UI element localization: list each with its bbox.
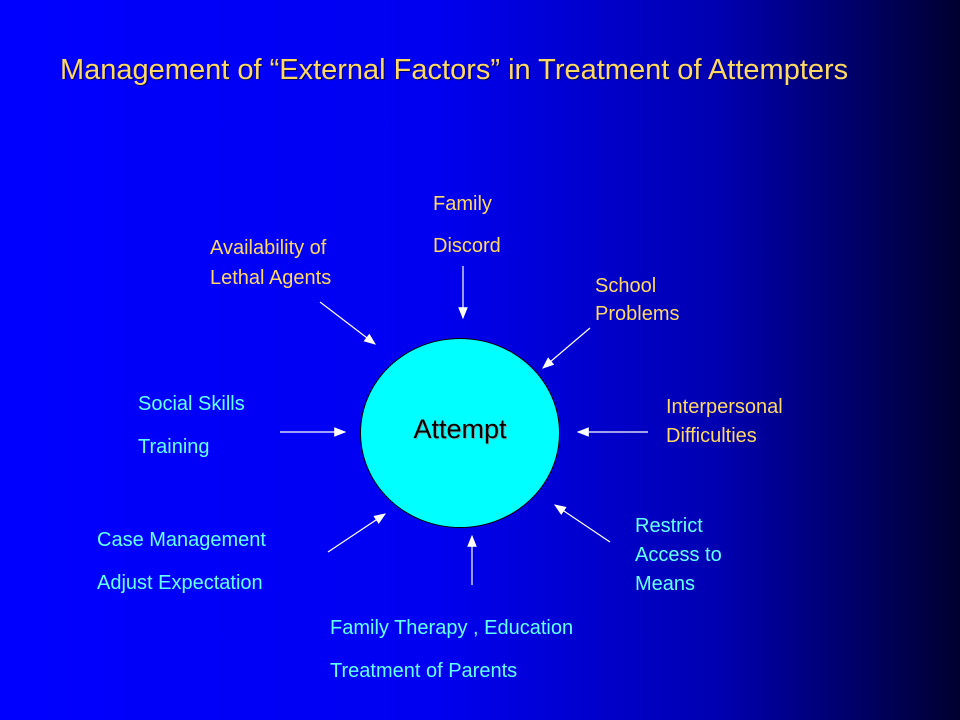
label-interpersonal: Interpersonal Difficulties — [666, 396, 783, 447]
attempt-circle — [360, 338, 560, 528]
label-case-management: Case Management Adjust Expectation — [97, 529, 266, 594]
label-school-problems: School Problems — [595, 275, 680, 325]
label-lethal-agents: Availability of Lethal Agents — [210, 237, 332, 289]
arrow-lethal-agents — [319, 301, 376, 345]
label-social-skills: Social Skills Training — [138, 393, 245, 458]
arrow-case-management — [327, 513, 386, 553]
slide-title: Management of “External Factors” in Trea… — [60, 54, 849, 86]
attempt-label: Attempt — [413, 414, 507, 444]
label-family-therapy: Family Therapy , Education Treatment of … — [330, 617, 574, 682]
label-family-discord: Family Discord — [433, 193, 501, 257]
label-restrict-access: Restrict Access to Means — [635, 515, 722, 595]
arrow-school-problems — [542, 327, 591, 369]
arrow-restrict-access — [554, 504, 611, 543]
